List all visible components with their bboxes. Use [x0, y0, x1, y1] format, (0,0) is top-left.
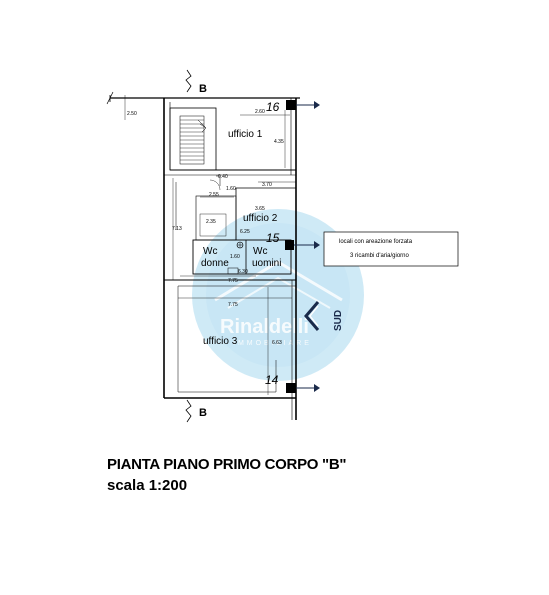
drawing-scale: scala 1:200 [107, 477, 188, 494]
section-line-top: B [185, 69, 207, 95]
section-marker-top: B [199, 83, 207, 95]
dim-label: 6.63 [272, 340, 282, 346]
room-number: 14 [265, 373, 279, 387]
dim-label: 2.35 [206, 219, 216, 225]
orientation-label: SUD [333, 310, 344, 331]
dim-label: 6.25 [240, 229, 250, 235]
room-label-ufficio-3: ufficio 3 [203, 336, 238, 347]
room-label-wc-uomini: uomini [252, 258, 281, 269]
dim-label: 0.40 [218, 174, 228, 180]
room-label-ufficio-2: ufficio 2 [243, 213, 278, 224]
watermark-name: Rinaldelli [220, 316, 309, 338]
orientation-indicator: SUD [304, 301, 344, 331]
dim-label: 4.35 [274, 139, 284, 145]
note-line-2: 3 ricambi d'aria/giorno [350, 253, 410, 259]
watermark-logo: Rinaldelli IMMOBILIARE [192, 209, 364, 381]
note-line-1: locali con areazione forzata [339, 239, 413, 245]
room-label-wc-uomini: Wc [253, 246, 267, 257]
drawing-title: PIANTA PIANO PRIMO CORPO "B" [107, 456, 347, 473]
dim-label: 2.50 [127, 111, 137, 117]
dimension-lines [124, 95, 296, 395]
stairwell [169, 107, 217, 171]
section-marker-bottom: B [199, 407, 207, 419]
walls [106, 91, 300, 420]
dimension-labels: 2.60 4.35 3.70 2.55 1.60 2.35 3.65 6.25 … [127, 109, 284, 346]
dim-label: 1.60 [230, 254, 240, 260]
room-label-ufficio-1: ufficio 1 [228, 129, 263, 140]
room-number: 15 [266, 231, 280, 245]
room-labels: ufficio 1 ufficio 2 ufficio 3 Wc donne W… [201, 129, 281, 347]
dim-label: 1.60 [226, 186, 236, 192]
room-number: 16 [266, 100, 280, 114]
dim-label: 3.65 [255, 206, 265, 212]
section-line-bottom: B [185, 399, 207, 423]
dim-label: 2.55 [209, 192, 219, 198]
room-label-wc-donne: donne [201, 258, 229, 269]
watermark-subtitle: IMMOBILIARE [233, 340, 312, 347]
dim-label: 7.13 [172, 226, 182, 232]
dim-label: 2.60 [255, 109, 265, 115]
dim-label: 7.75 [228, 302, 238, 308]
ventilation-note: locali con areazione forzata 3 ricambi d… [323, 231, 459, 267]
room-label-wc-donne: Wc [203, 246, 217, 257]
partitions [175, 175, 296, 275]
dim-label: 3.70 [262, 182, 272, 188]
room-numbers: 16 15 14 [265, 100, 280, 387]
vent-ducts [285, 100, 320, 393]
dim-label: 7.75 [228, 278, 238, 284]
dim-label: 6.30 [238, 269, 248, 275]
